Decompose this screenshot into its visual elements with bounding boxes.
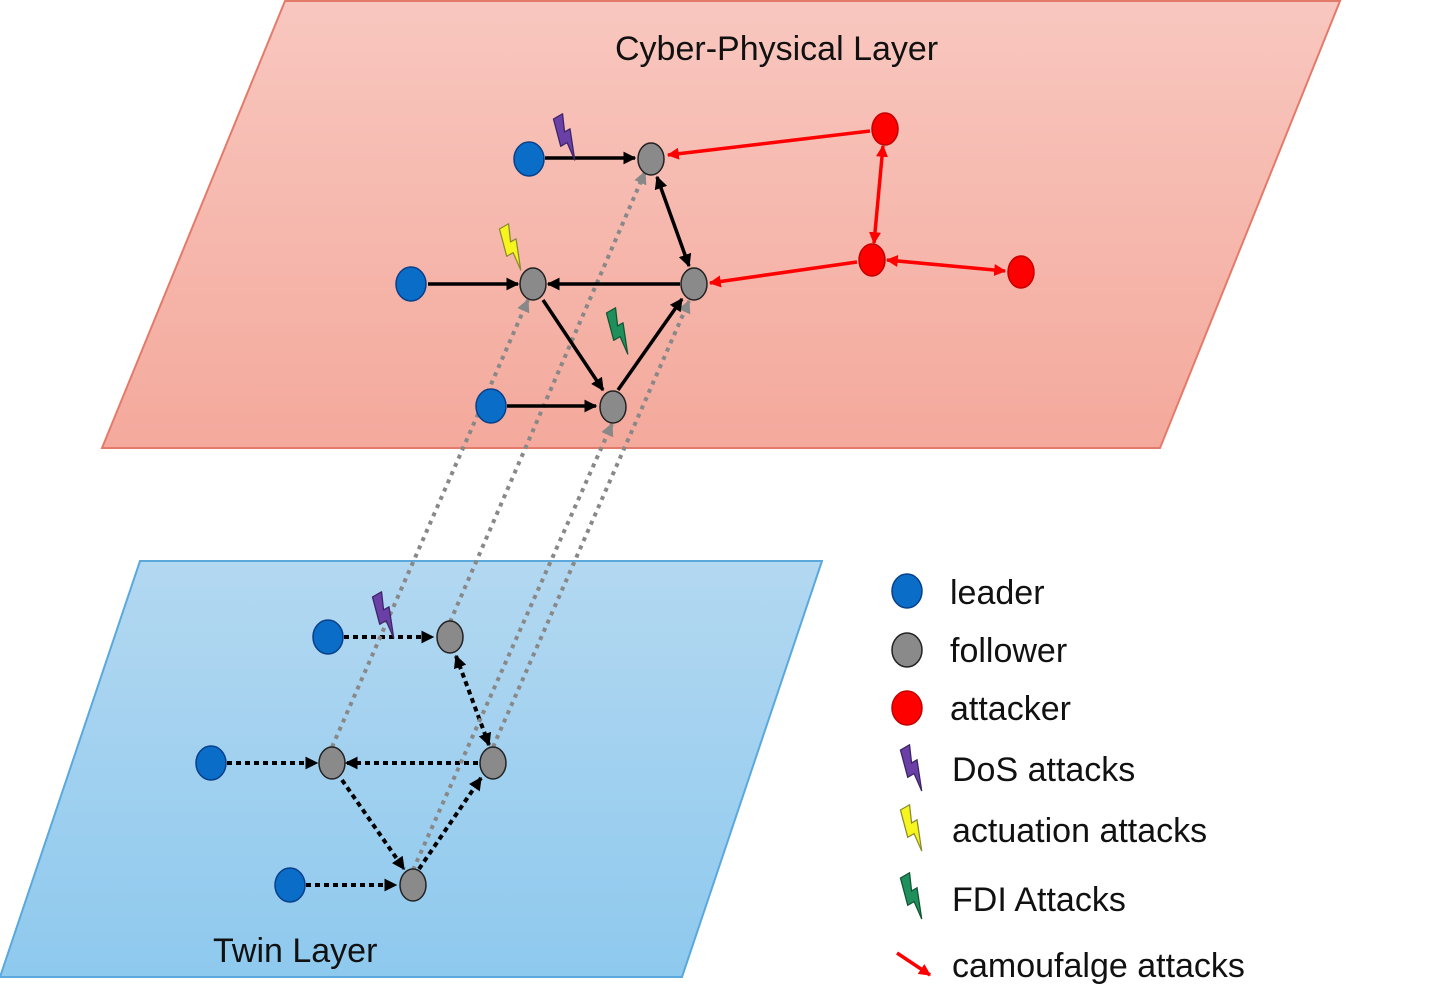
cyber-physical-edges	[428, 151, 692, 413]
follower-marker-icon	[891, 632, 923, 668]
twin-layer: Twin Layer	[0, 560, 824, 978]
legend-label: attacker	[950, 690, 1071, 728]
twin-edge	[453, 654, 492, 747]
leader-node	[513, 141, 545, 177]
legend-label: follower	[950, 632, 1067, 670]
legend: leader follower attacker DoS attacks act…	[891, 573, 1245, 985]
twin-mapping-edge	[411, 422, 614, 871]
camouflage-edge	[666, 129, 871, 160]
leader-node	[312, 619, 344, 655]
legend-label: FDI Attacks	[952, 881, 1126, 919]
twin-nodes	[195, 619, 507, 903]
leader-marker-icon	[891, 573, 923, 609]
camouflage-arrow-icon	[896, 951, 931, 977]
leader-node	[475, 388, 507, 424]
follower-node	[436, 620, 464, 654]
actuation-attack-icon	[899, 803, 923, 852]
cyber-physical-layer-title: Cyber-Physical Layer	[615, 30, 938, 68]
cp-edge	[654, 175, 692, 268]
leader-node	[274, 867, 306, 903]
legend-label: camoufalge attacks	[952, 947, 1245, 985]
attacker-node	[871, 112, 899, 146]
twin-edges	[227, 630, 492, 892]
cyber-physical-layer: Cyber-Physical Layer	[100, 0, 1342, 449]
follower-node	[599, 390, 627, 424]
leader-node	[395, 266, 427, 302]
follower-node	[637, 142, 665, 176]
twin-mapping-edge	[330, 298, 530, 748]
legend-item-actuation: actuation attacks	[899, 803, 1207, 852]
follower-node	[318, 746, 346, 780]
follower-node	[519, 267, 547, 301]
attacker-node	[858, 243, 886, 277]
twin-layer-plane	[0, 560, 824, 978]
follower-node	[680, 267, 708, 301]
legend-label: DoS attacks	[952, 751, 1135, 789]
twin-edge	[340, 778, 406, 871]
twin-mapping-edge	[491, 299, 691, 748]
fdi-attack-icon	[899, 871, 923, 920]
legend-item-follower: follower	[891, 632, 1067, 670]
cyber-physical-layer-plane	[100, 0, 1342, 449]
fdi-attack-icon	[605, 307, 629, 355]
attack-icons	[371, 113, 629, 639]
camouflage-edge	[885, 255, 1007, 276]
dos-attack-icon	[371, 591, 395, 639]
legend-label: leader	[950, 574, 1045, 612]
legend-item-camouflage: camoufalge attacks	[896, 947, 1245, 985]
cyber-physical-nodes	[395, 112, 1035, 424]
dos-attack-icon	[899, 743, 923, 792]
legend-item-leader: leader	[891, 573, 1045, 612]
follower-node	[479, 746, 507, 780]
legend-item-dos: DoS attacks	[899, 743, 1135, 792]
camouflage-edge	[869, 144, 888, 245]
legend-item-attacker: attacker	[891, 690, 1071, 728]
follower-node	[399, 868, 427, 902]
actuation-attack-icon	[498, 223, 522, 271]
legend-item-fdi: FDI Attacks	[899, 871, 1126, 920]
legend-label: actuation attacks	[952, 812, 1207, 850]
dos-attack-icon	[552, 113, 576, 161]
twin-layer-title: Twin Layer	[213, 932, 377, 970]
leader-node	[195, 745, 227, 781]
camouflage-edge	[708, 260, 858, 288]
twin-mapping-edges	[330, 170, 691, 871]
twin-edge	[417, 776, 483, 871]
attacker-marker-icon	[891, 690, 923, 726]
attacker-node	[1007, 255, 1035, 289]
camouflage-edges	[666, 129, 1007, 288]
twin-mapping-edge	[448, 170, 647, 623]
cp-edge	[541, 299, 605, 392]
cp-edge	[616, 297, 684, 392]
